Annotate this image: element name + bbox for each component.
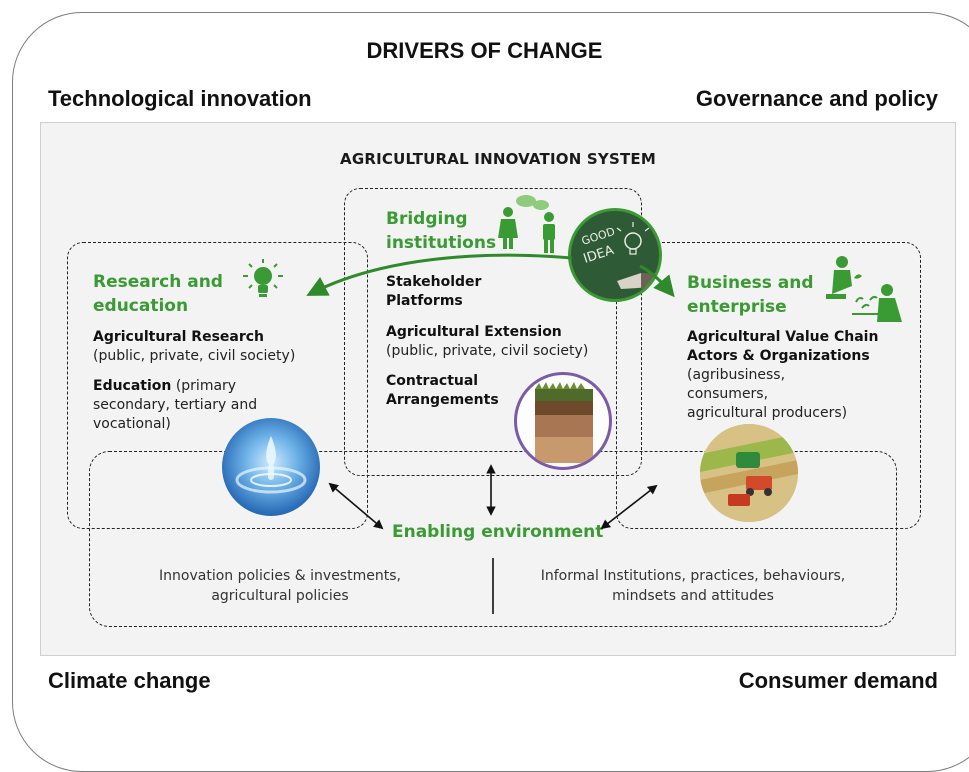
- value-chain-note-line1: (agribusiness,: [687, 367, 786, 383]
- research-item-agricultural-research: Agricultural Research (public, private, …: [93, 328, 295, 366]
- research-heading: Research and education: [93, 270, 223, 318]
- innovation-system-panel: [40, 122, 956, 656]
- soil-profile-image: [514, 372, 612, 470]
- research-heading-line1: Research and: [93, 272, 223, 292]
- extension-label: Agricultural Extension: [386, 324, 562, 340]
- business-item-value-chain: Agricultural Value Chain Actors & Organi…: [687, 328, 878, 423]
- research-box: [67, 242, 368, 529]
- diagram-title: DRIVERS OF CHANGE: [366, 38, 603, 63]
- driver-consumer-demand: Consumer demand: [738, 668, 938, 693]
- enabling-left-text: Innovation policies & investments, agric…: [110, 566, 450, 606]
- contractual-line1: Contractual: [386, 373, 479, 389]
- enabling-box: [89, 451, 897, 627]
- enabling-right-line1: Informal Institutions, practices, behavi…: [540, 568, 846, 584]
- bridging-heading: Bridging institutions: [386, 207, 496, 255]
- value-chain-line1: Agricultural Value Chain: [687, 329, 879, 345]
- water-drop-image: [222, 418, 320, 516]
- bridging-item-extension: Agricultural Extension (public, private,…: [386, 323, 588, 361]
- system-title: AGRICULTURAL INNOVATION SYSTEM: [340, 150, 656, 168]
- bridging-item-contractual: Contractual Arrangements: [386, 372, 499, 410]
- bridging-item-stakeholder-platforms: Stakeholder Platforms: [386, 273, 481, 311]
- bridging-heading-line1: Bridging: [386, 209, 468, 229]
- bridging-heading-line2: institutions: [386, 233, 497, 253]
- arrow-business-enabling: [600, 484, 658, 530]
- education-label: Education: [93, 378, 172, 394]
- agricultural-research-label: Agricultural Research: [93, 329, 265, 345]
- connector-overlay: [243, 195, 902, 614]
- extension-note: (public, private, civil society): [386, 343, 589, 359]
- enabling-left-line2: agricultural policies: [211, 588, 349, 604]
- people-talking-icon: [498, 195, 555, 253]
- education-note-inline: (primary: [171, 378, 237, 394]
- business-heading-line2: enterprise: [687, 297, 787, 317]
- enabling-right-text: Informal Institutions, practices, behavi…: [508, 566, 878, 606]
- business-heading-line1: Business and: [687, 273, 814, 293]
- lightbulb-icon: [243, 259, 283, 297]
- enabling-left-line1: Innovation policies & investments,: [159, 568, 401, 584]
- agricultural-research-note: (public, private, civil society): [93, 348, 296, 364]
- arrow-research-enabling: [328, 482, 384, 530]
- value-chain-note-line3: agricultural producers): [687, 405, 848, 421]
- enabling-right-line2: mindsets and attitudes: [612, 588, 774, 604]
- value-chain-note-line2: consumers,: [687, 386, 769, 402]
- research-item-education: Education (primary secondary, tertiary a…: [93, 377, 257, 434]
- stakeholder-line2: Platforms: [386, 293, 463, 309]
- education-note-line2: secondary, tertiary and: [93, 397, 258, 413]
- driver-governance-and-policy: Governance and policy: [695, 86, 938, 111]
- education-note-line3: vocational): [93, 416, 171, 432]
- business-heading: Business and enterprise: [687, 271, 814, 319]
- arrow-to-business: [639, 264, 675, 298]
- driver-technological-innovation: Technological innovation: [48, 86, 312, 111]
- enabling-heading: Enabling environment: [392, 522, 604, 542]
- harvest-field-image: [700, 424, 798, 522]
- business-box: [616, 242, 921, 529]
- stakeholder-line1: Stakeholder: [386, 274, 482, 290]
- farmer-planting-icon: [826, 256, 902, 322]
- research-heading-line2: education: [93, 296, 189, 316]
- contractual-line2: Arrangements: [386, 392, 499, 408]
- arrow-to-research: [306, 253, 573, 296]
- good-idea-chalkboard-image: GOOD IDEA: [568, 208, 662, 302]
- driver-climate-change: Climate change: [48, 668, 211, 693]
- value-chain-line2: Actors & Organizations: [687, 348, 870, 364]
